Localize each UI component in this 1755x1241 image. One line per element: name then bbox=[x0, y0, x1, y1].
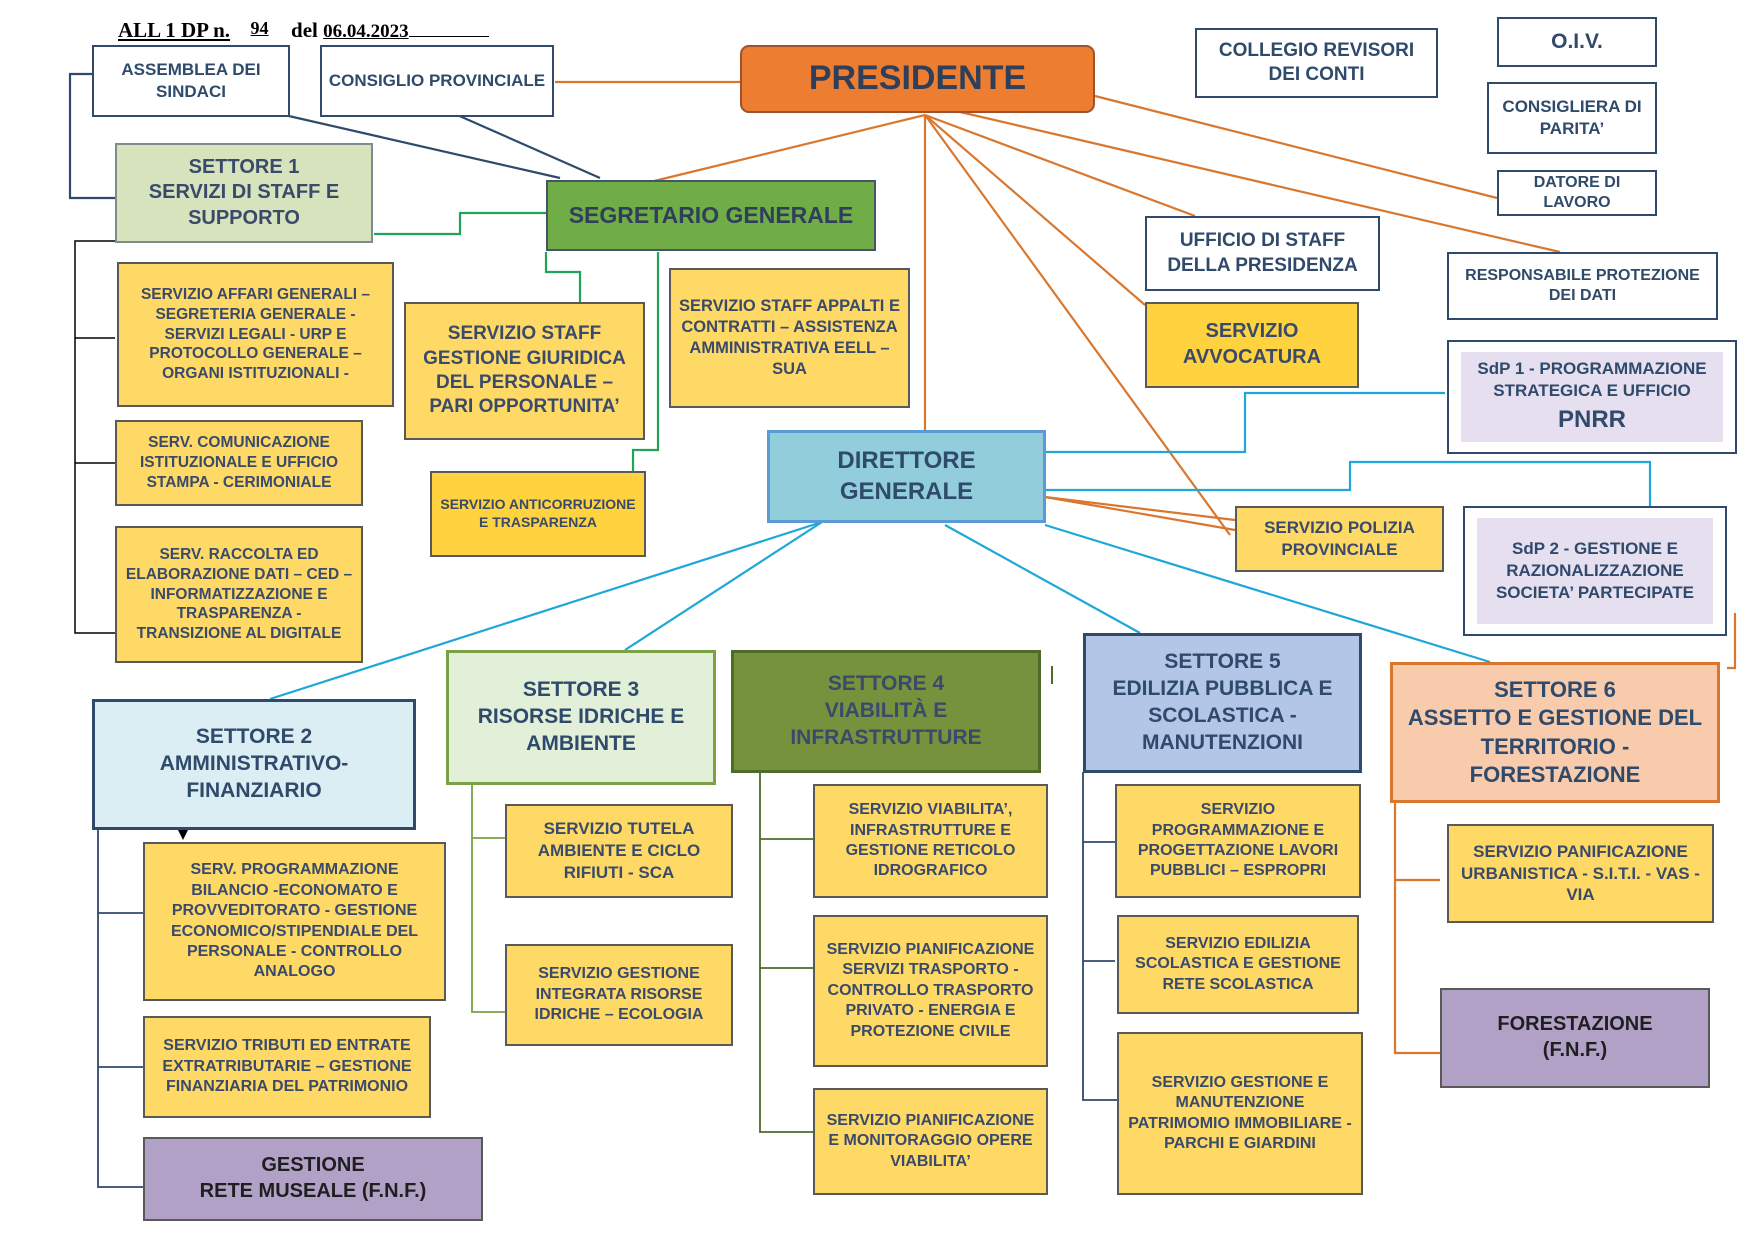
settore6-service-2: FORESTAZIONE (F.N.F.) bbox=[1440, 988, 1710, 1088]
consigliera-box: CONSIGLIERA DI PARITA’ bbox=[1487, 82, 1657, 154]
sdp1-inner: SdP 1 - PROGRAMMAZIONE STRATEGICA E UFFI… bbox=[1461, 352, 1723, 442]
settore5-service-3: SERVIZIO GESTIONE E MANUTENZIONE PATRIMO… bbox=[1117, 1032, 1363, 1195]
sdp1-line2: PNRR bbox=[1557, 406, 1626, 434]
datore-box: DATORE DI LAVORO bbox=[1497, 170, 1657, 216]
presidente-box: PRESIDENTE bbox=[740, 45, 1095, 113]
settore4-service-2: SERVIZIO PIANIFICAZIONE SERVIZI TRASPORT… bbox=[813, 915, 1048, 1067]
settore4-box: SETTORE 4 VIABILITÀ E INFRASTRUTTURE bbox=[731, 650, 1041, 773]
settore4-service-1: SERVIZIO VIABILITA’, INFRASTRUTTURE E GE… bbox=[813, 784, 1048, 898]
settore1-service-1: SERVIZIO AFFARI GENERALI – SEGRETERIA GE… bbox=[117, 262, 394, 407]
consiglio-box: CONSIGLIO PROVINCIALE bbox=[320, 45, 554, 117]
staff-appalti-box: SERVIZIO STAFF APPALTI E CONTRATTI – ASS… bbox=[669, 268, 910, 408]
document-header: ALL 1 DP n. 94 del 06.04.2023 bbox=[118, 18, 489, 43]
sdp1-box: SdP 1 - PROGRAMMAZIONE STRATEGICA E UFFI… bbox=[1447, 340, 1737, 454]
settore2-service-3: GESTIONE RETE MUSEALE (F.N.F.) bbox=[143, 1137, 483, 1221]
anticorruzione-box: SERVIZIO ANTICORRUZIONE E TRASPARENZA bbox=[430, 471, 646, 557]
avvocatura-box: SERVIZIO AVVOCATURA bbox=[1145, 302, 1359, 388]
settore3-service-2: SERVIZIO GESTIONE INTEGRATA RISORSE IDRI… bbox=[505, 944, 733, 1046]
settore2-box: SETTORE 2 AMMINISTRATIVO-FINANZIARIO bbox=[92, 699, 416, 830]
assemblea-box: ASSEMBLEA DEI SINDACI bbox=[92, 45, 290, 117]
settore4-service-3: SERVIZIO PIANIFICAZIONE E MONITORAGGIO O… bbox=[813, 1088, 1048, 1195]
oiv-box: O.I.V. bbox=[1497, 17, 1657, 67]
header-del: del bbox=[291, 18, 318, 42]
settore3-service-1: SERVIZIO TUTELA AMBIENTE E CICLO RIFIUTI… bbox=[505, 804, 733, 898]
header-number: 94 bbox=[250, 18, 269, 38]
header-date: 06.04.2023 bbox=[323, 21, 409, 42]
settore3-box: SETTORE 3 RISORSE IDRICHE E AMBIENTE bbox=[446, 650, 716, 785]
sdp2-inner: SdP 2 - GESTIONE E RAZIONALIZZAZIONE SOC… bbox=[1477, 518, 1713, 624]
sdp1-line1: SdP 1 - PROGRAMMAZIONE STRATEGICA E UFFI… bbox=[1477, 358, 1707, 400]
polizia-box: SERVIZIO POLIZIA PROVINCIALE bbox=[1235, 506, 1444, 572]
settore1-box: SETTORE 1 SERVIZI DI STAFF E SUPPORTO bbox=[115, 143, 373, 243]
settore2-service-2: SERVIZIO TRIBUTI ED ENTRATE EXTRATRIBUTA… bbox=[143, 1016, 431, 1118]
segretario-box: SEGRETARIO GENERALE bbox=[546, 180, 876, 251]
responsabile-box: RESPONSABILE PROTEZIONE DEI DATI bbox=[1447, 252, 1718, 320]
ufficio-staff-box: UFFICIO DI STAFF DELLA PRESIDENZA bbox=[1145, 216, 1380, 291]
settore2-service-1: SERV. PROGRAMMAZIONE BILANCIO -ECONOMATO… bbox=[143, 842, 446, 1001]
settore5-service-1: SERVIZIO PROGRAMMAZIONE E PROGETTAZIONE … bbox=[1115, 784, 1361, 898]
collegio-box: COLLEGIO REVISORI DEI CONTI bbox=[1195, 28, 1438, 98]
settore6-box: SETTORE 6 ASSETTO E GESTIONE DEL TERRITO… bbox=[1390, 662, 1720, 803]
settore5-service-2: SERVIZIO EDILIZIA SCOLASTICA E GESTIONE … bbox=[1117, 915, 1359, 1014]
direttore-box: DIRETTORE GENERALE bbox=[767, 430, 1046, 523]
settore6-service-1: SERVIZIO PANIFICAZIONE URBANISTICA - S.I… bbox=[1447, 824, 1714, 923]
settore5-box: SETTORE 5 EDILIZIA PUBBLICA E SCOLASTICA… bbox=[1083, 633, 1362, 773]
settore1-service-3: SERV. RACCOLTA ED ELABORAZIONE DATI – CE… bbox=[115, 526, 363, 663]
settore1-service-2: SERV. COMUNICAZIONE ISTITUZIONALE E UFFI… bbox=[115, 420, 363, 506]
sdp2-box: SdP 2 - GESTIONE E RAZIONALIZZAZIONE SOC… bbox=[1463, 506, 1727, 636]
staff-personale-box: SERVIZIO STAFF GESTIONE GIURIDICA DEL PE… bbox=[404, 302, 645, 440]
header-prefix: ALL 1 DP n. bbox=[118, 18, 231, 42]
